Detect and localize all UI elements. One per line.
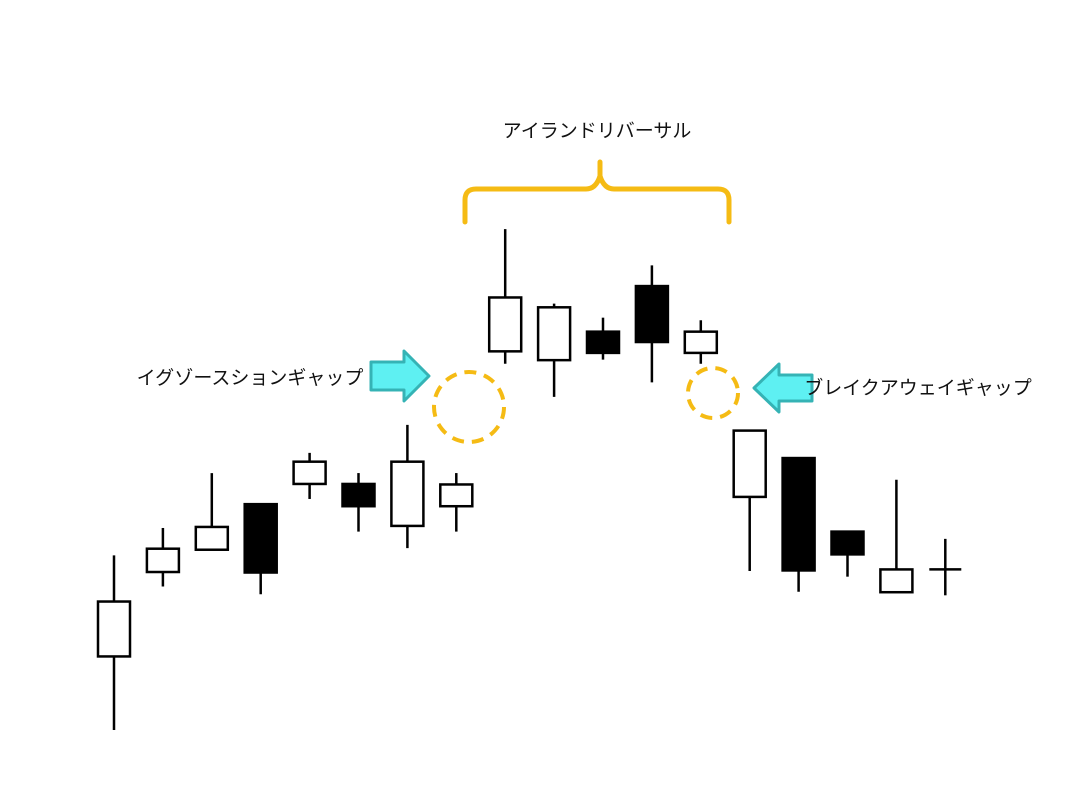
exhaustion-gap-circle <box>432 370 506 444</box>
candle <box>292 452 327 499</box>
candle <box>879 479 914 594</box>
candle-body <box>96 600 132 658</box>
exhaustion-gap-label: イグゾースションギャップ <box>137 367 364 389</box>
candle <box>145 527 181 587</box>
island-reversal-label: アイランドリバーサル <box>503 120 692 142</box>
candle <box>341 473 376 532</box>
candle <box>439 473 474 532</box>
candle-body <box>536 306 572 362</box>
candle-body <box>879 568 914 594</box>
candle-body <box>243 502 278 574</box>
candle-body <box>634 284 670 344</box>
breakaway-gap-label: ブレイクアウェイギャップ <box>804 376 1032 399</box>
breakaway-gap-circle <box>686 366 740 420</box>
candle <box>585 317 621 360</box>
island-reversal-bracket <box>462 159 732 225</box>
candles-layer <box>96 229 962 730</box>
candle-body <box>390 460 425 528</box>
candle <box>194 473 230 551</box>
candle <box>96 555 132 730</box>
candle <box>781 456 816 592</box>
candle-body <box>732 429 767 499</box>
candle <box>683 320 719 364</box>
candle-body <box>439 483 474 508</box>
candle <box>243 502 278 595</box>
candle <box>634 265 670 383</box>
candle <box>732 429 767 571</box>
candle <box>929 538 962 596</box>
breakaway-gap-arrow-icon <box>752 362 814 414</box>
candle-body <box>145 547 181 574</box>
candle-body <box>585 330 621 355</box>
candle <box>390 424 425 549</box>
candle-body <box>487 296 523 353</box>
candle-body <box>194 525 230 551</box>
candle <box>487 229 523 364</box>
candle-body <box>292 460 327 486</box>
candle-body <box>341 482 376 508</box>
candle <box>830 530 865 577</box>
candle-body <box>781 456 816 572</box>
candle-body <box>683 330 719 355</box>
candle-body <box>830 530 865 556</box>
candle <box>536 303 572 397</box>
exhaustion-gap-arrow-icon <box>369 349 431 403</box>
